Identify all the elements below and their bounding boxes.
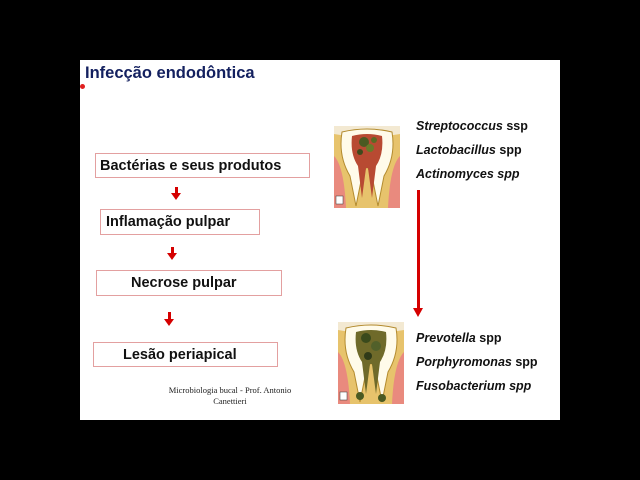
flow-box-label: Bactérias e seus produtos [100,157,282,174]
flow-box-label: Lesão periapical [123,346,237,363]
flow-box-label: Necrose pulpar [131,275,237,291]
slide-footer: Microbiologia bucal - Prof. Antonio Cane… [150,385,310,407]
bacteria-label: Streptococcus ssp [416,119,528,133]
footer-line: Canettieri [213,396,247,406]
flow-box-necrosis: Necrose pulpar [96,270,282,296]
flow-box-label: Inflamação pulpar [106,214,231,230]
flow-box-periapical: Lesão periapical [93,342,278,367]
slide-title: Infecção endodôntica [85,64,255,82]
bacteria-label: Actinomyces spp [416,167,520,181]
footer-line: Microbiologia bucal - Prof. Antonio [168,385,292,395]
tooth-caries-diagram-icon [334,126,400,208]
flow-box-inflammation: Inflamação pulpar [100,209,260,235]
bacteria-label: Lactobacillus spp [416,143,522,157]
flow-box-bacteria: Bactérias e seus produtos [95,153,310,178]
tooth-necrosis-diagram-icon [338,322,404,404]
bacteria-label: Fusobacterium spp [416,379,532,393]
bacteria-label: Porphyromonas spp [416,355,538,369]
bacteria-label: Prevotella spp [416,331,502,345]
slide: Infecção endodôntica Bactérias e seus pr… [80,60,560,420]
title-bullet [80,84,85,89]
